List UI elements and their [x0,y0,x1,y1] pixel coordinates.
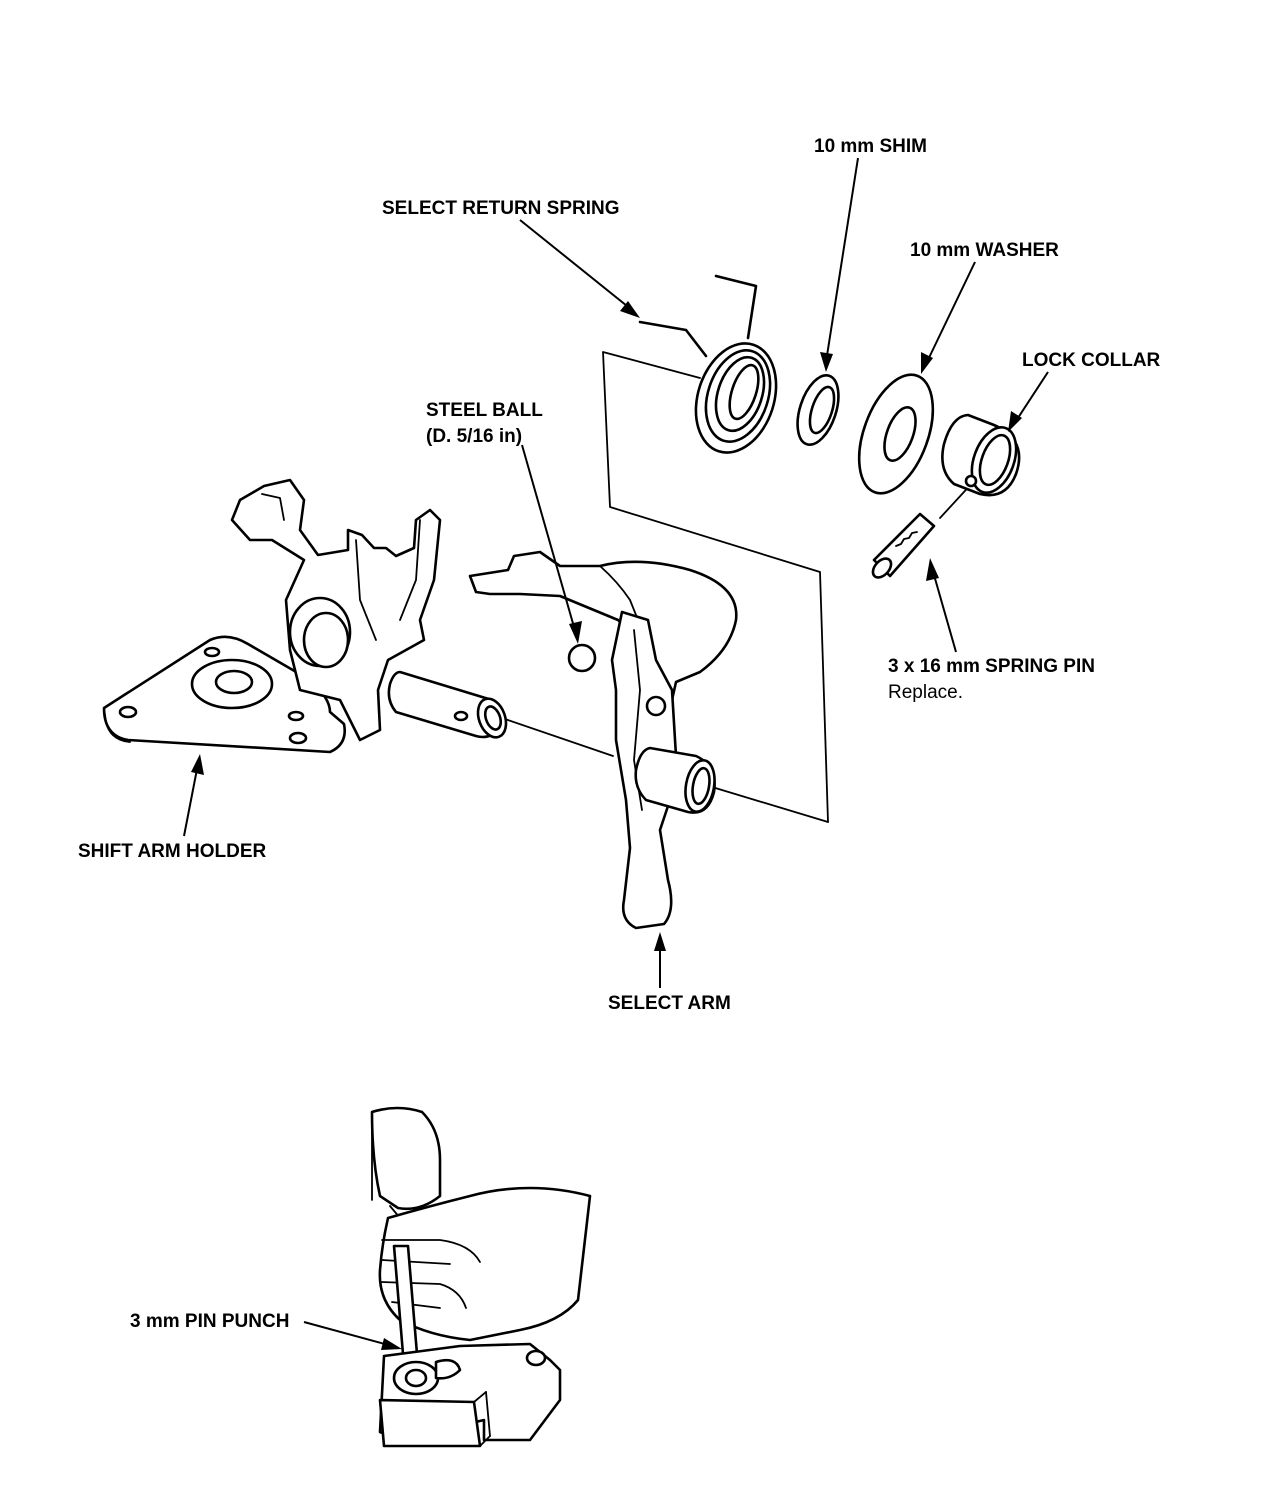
washer-10mm [857,373,935,495]
label-10mm-washer: 10 mm WASHER [910,240,1059,261]
leader-lines [183,157,1049,1350]
lock-collar [941,413,1021,497]
shift-arm-holder [102,478,508,754]
label-spring-pin: 3 x 16 mm SPRING PIN [888,656,1095,677]
select-arm [468,550,738,930]
label-steel-ball: STEEL BALL [426,400,543,421]
shim-10mm [796,374,840,446]
spring-pin [871,512,936,579]
label-select-return-spring: SELECT RETURN SPRING [382,198,620,219]
label-select-arm: SELECT ARM [608,993,731,1014]
steel-ball [567,643,597,673]
pin-punch-illustration [370,1106,592,1448]
label-shift-arm-holder: SHIFT ARM HOLDER [78,841,267,862]
label-10mm-shim: 10 mm SHIM [814,136,927,157]
label-spring-pin-note: Replace. [888,682,963,703]
label-steel-ball-size: (D. 5/16 in) [426,426,522,447]
select-return-spring [638,274,778,454]
label-lock-collar: LOCK COLLAR [1022,350,1161,371]
label-pin-punch: 3 mm PIN PUNCH [130,1311,289,1332]
